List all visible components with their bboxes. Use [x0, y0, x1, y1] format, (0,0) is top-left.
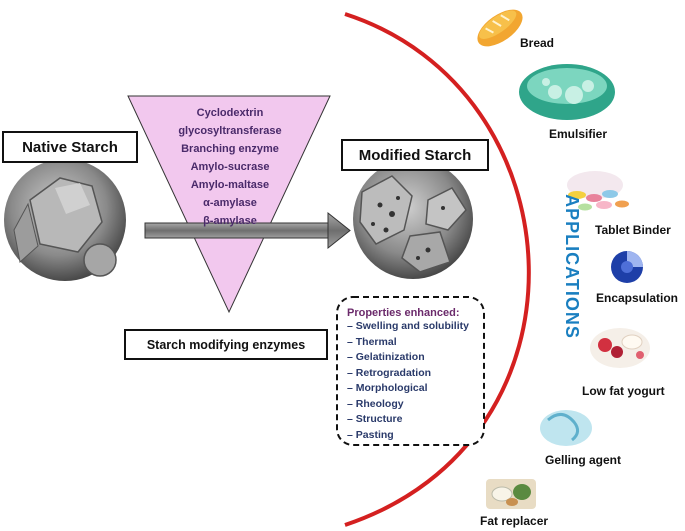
- application-label-emulsifier: Emulsifier: [549, 127, 608, 141]
- modified-starch-label: Modified Starch: [341, 139, 489, 171]
- enzyme-item: β-amylase: [203, 215, 257, 227]
- tablet-icon: [567, 171, 629, 211]
- enzyme-triangle: [127, 95, 331, 314]
- application-label-bread: Bread: [520, 36, 555, 50]
- application-label-encapsulation: Encapsulation: [596, 291, 679, 305]
- gel-icon: [540, 410, 592, 446]
- property-item: Gelatinization: [347, 350, 479, 366]
- property-item: Rheology: [347, 397, 479, 413]
- fat-replacer-icon: [486, 479, 536, 509]
- application-label-gelling-agent: Gelling agent: [545, 453, 622, 467]
- enzyme-item: glycosyltransferase: [178, 125, 282, 137]
- property-item: Morphological: [347, 381, 479, 397]
- enzyme-list: Cyclodextrin glycosyltransferase Branchi…: [150, 104, 310, 230]
- yogurt-icon: [590, 328, 650, 368]
- application-label-tablet-binder: Tablet Binder: [595, 223, 671, 237]
- application-label-fat-replacer: Fat replacer: [480, 514, 549, 528]
- property-item: Retrogradation: [347, 366, 479, 382]
- property-item: Structure: [347, 412, 479, 428]
- modified-starch-image: [353, 159, 473, 279]
- enzyme-item: Amylo-maltase: [190, 179, 270, 191]
- property-item: Thermal: [347, 335, 479, 351]
- properties-title: Properties enhanced:: [347, 307, 460, 319]
- bread-icon: [477, 9, 523, 47]
- enzymes-caption: Starch modifying enzymes: [124, 329, 328, 360]
- enzyme-item: α-amylase: [203, 197, 257, 209]
- applications-arc: [344, 12, 531, 527]
- enzyme-item: Branching enzyme: [181, 143, 279, 155]
- applications-title-wrap: APPLICATIONS: [556, 186, 586, 346]
- properties-list: Properties enhanced: Swelling and solubi…: [347, 307, 479, 443]
- process-arrow: [144, 211, 351, 250]
- native-starch-image: [4, 159, 126, 281]
- encapsulation-icon: [611, 251, 643, 283]
- enzyme-item: Cyclodextrin: [196, 107, 264, 119]
- property-item: Pasting: [347, 428, 479, 444]
- property-item: Swelling and solubility: [347, 319, 479, 335]
- application-label-low-fat-yogurt: Low fat yogurt: [582, 384, 665, 398]
- emulsifier-icon: [519, 64, 615, 120]
- applications-title: APPLICATIONS: [561, 193, 582, 339]
- enzyme-item: Amylo-sucrase: [190, 161, 270, 173]
- native-starch-label: Native Starch: [2, 131, 138, 163]
